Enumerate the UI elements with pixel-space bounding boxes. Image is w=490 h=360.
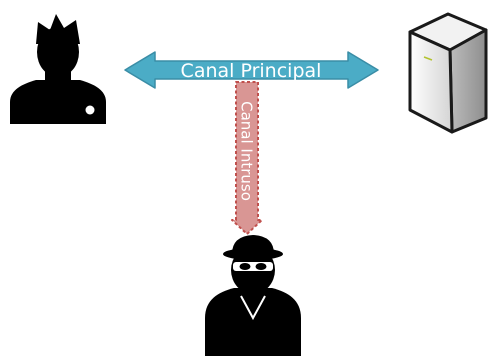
intruder-hat-crown xyxy=(232,235,274,254)
main-channel-arrow xyxy=(124,51,379,89)
intruder-collar xyxy=(240,295,266,321)
server-led xyxy=(423,56,433,61)
server-icon xyxy=(408,12,488,134)
user-icon xyxy=(10,14,106,124)
intruder-eye-right xyxy=(255,263,267,270)
user-badge xyxy=(85,105,95,115)
intruder-icon xyxy=(205,235,301,356)
server-front xyxy=(408,30,454,134)
intruder-channel-label: Canal Intruso xyxy=(238,101,256,201)
server-side xyxy=(448,28,488,134)
intruder-eye-left xyxy=(239,263,251,270)
user-body xyxy=(10,80,106,124)
intruder-mask-band xyxy=(233,262,273,271)
intruder-channel-arrow xyxy=(231,81,263,235)
intruder-body xyxy=(205,288,301,356)
main-channel-label: Canal Principal xyxy=(181,60,322,82)
